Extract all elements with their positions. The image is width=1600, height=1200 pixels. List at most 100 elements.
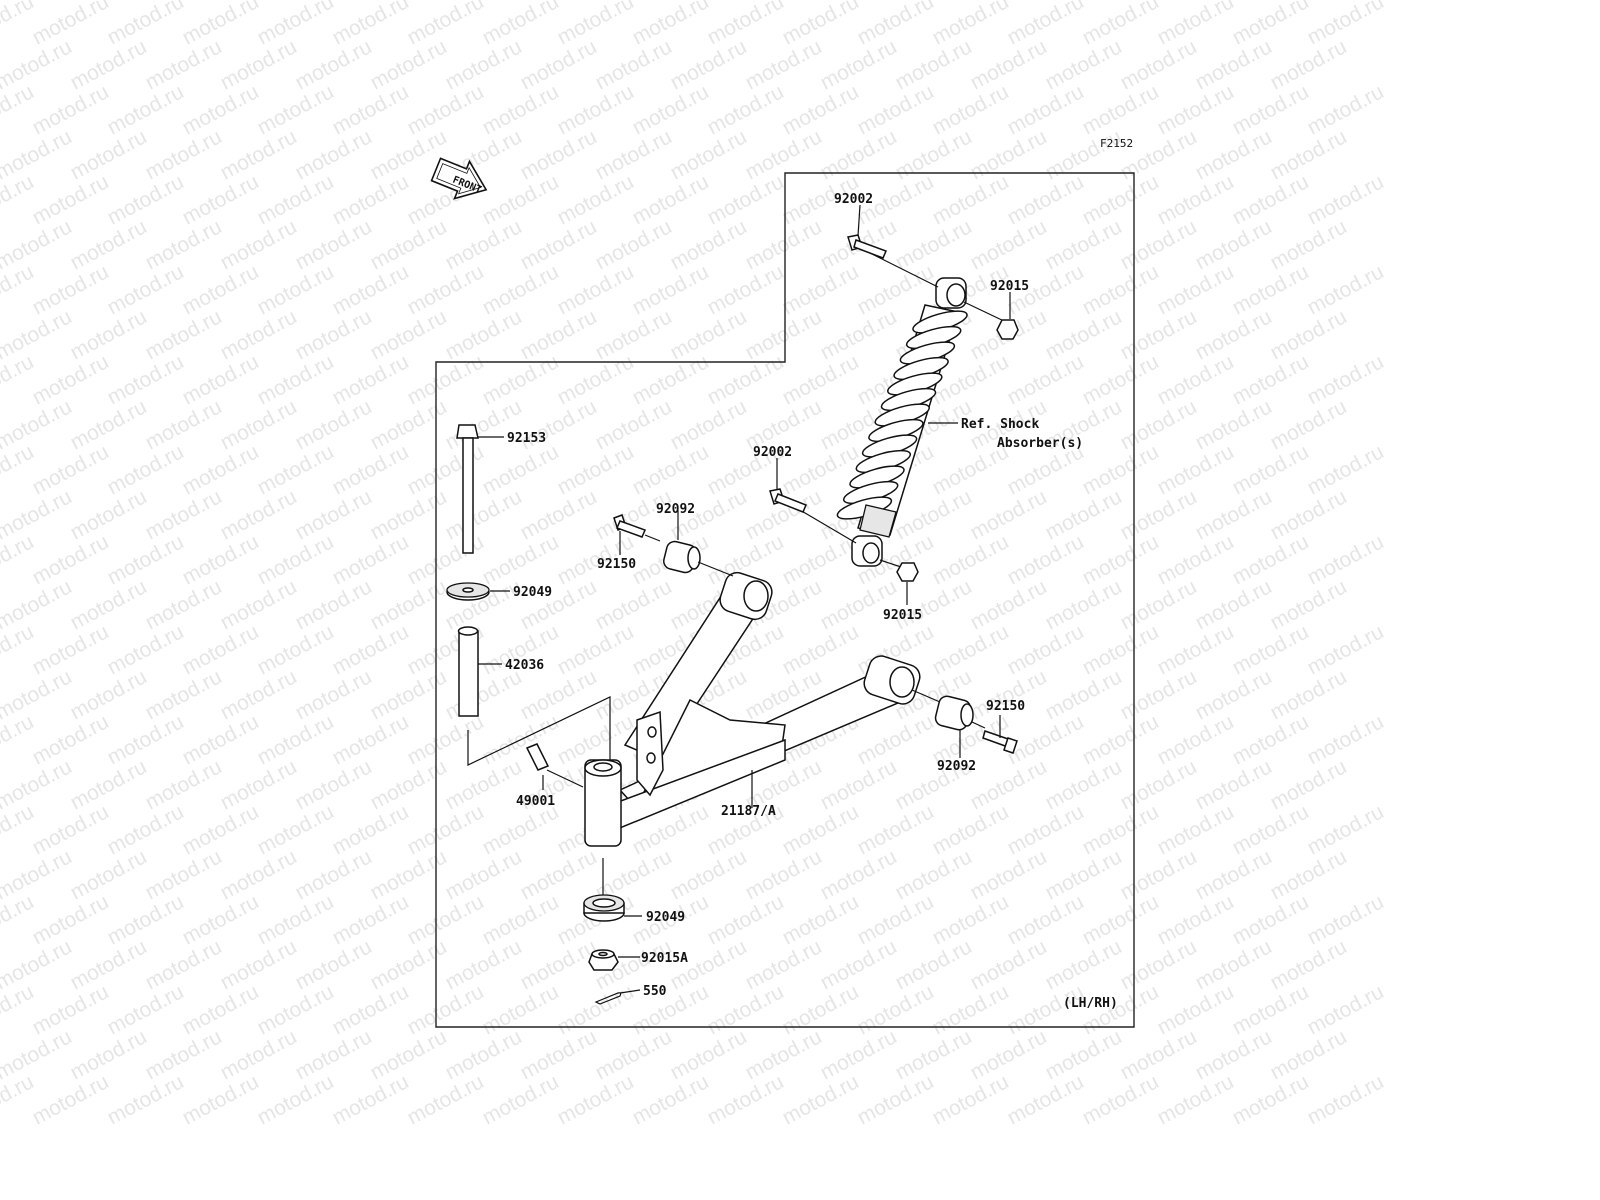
- watermark-text: motod.ru: [142, 215, 226, 274]
- watermark-text: motod.ru: [742, 1025, 826, 1084]
- watermark-text: motod.ru: [817, 125, 901, 184]
- watermark-text: motod.ru: [1192, 665, 1276, 724]
- watermark-text: motod.ru: [1042, 935, 1126, 994]
- watermark-text: motod.ru: [104, 80, 188, 139]
- watermark-text: motod.ru: [479, 980, 563, 1039]
- watermark-text: motod.ru: [1192, 305, 1276, 364]
- watermark-text: motod.ru: [404, 440, 488, 499]
- watermark-text: motod.ru: [292, 1025, 376, 1084]
- callout-92150-right: 92150: [986, 699, 1025, 714]
- watermark-text: motod.ru: [779, 350, 863, 409]
- watermark-text: motod.ru: [404, 800, 488, 859]
- watermark-text: motod.ru: [1117, 665, 1201, 724]
- watermark-text: motod.ru: [104, 0, 188, 49]
- watermark-text: motod.ru: [967, 125, 1051, 184]
- watermark-text: motod.ru: [1079, 260, 1163, 319]
- watermark-text: motod.ru: [1117, 485, 1201, 544]
- watermark-text: motod.ru: [104, 800, 188, 859]
- watermark-text: motod.ru: [404, 260, 488, 319]
- watermark-text: motod.ru: [442, 35, 526, 94]
- watermark-text: motod.ru: [29, 170, 113, 229]
- watermark-text: motod.ru: [217, 755, 301, 814]
- watermark-text: motod.ru: [667, 845, 751, 904]
- watermark-text: motod.ru: [1267, 665, 1351, 724]
- callout-92092-upper: 92092: [656, 502, 695, 517]
- watermark-text: motod.ru: [1192, 575, 1276, 634]
- bolt-92150-upper: [613, 514, 661, 555]
- watermark-text: motod.ru: [1079, 890, 1163, 949]
- variant-note: (LH/RH): [1063, 996, 1118, 1011]
- watermark-text: motod.ru: [929, 0, 1013, 49]
- watermark-text: motod.ru: [179, 710, 263, 769]
- callout-49001: 49001: [516, 794, 555, 809]
- watermark-text: motod.ru: [592, 575, 676, 634]
- watermark-text: motod.ru: [554, 1070, 638, 1129]
- watermark-text: motod.ru: [1192, 1025, 1276, 1084]
- watermark-text: motod.ru: [67, 395, 151, 454]
- watermark-text: motod.ru: [1154, 890, 1238, 949]
- watermark-text: motod.ru: [104, 620, 188, 679]
- watermark-text: motod.ru: [367, 1025, 451, 1084]
- watermark-text: motod.ru: [929, 980, 1013, 1039]
- watermark-text: motod.ru: [67, 665, 151, 724]
- watermark-text: motod.ru: [1079, 80, 1163, 139]
- watermark-text: motod.ru: [1004, 350, 1088, 409]
- watermark-text: motod.ru: [892, 845, 976, 904]
- watermark-text: motod.ru: [292, 485, 376, 544]
- watermark-text: motod.ru: [967, 845, 1051, 904]
- watermark-text: motod.ru: [1004, 710, 1088, 769]
- watermark-text: motod.ru: [554, 260, 638, 319]
- watermark-text: motod.ru: [217, 35, 301, 94]
- watermark-text: motod.ru: [592, 1025, 676, 1084]
- watermark-text: motod.ru: [1154, 260, 1238, 319]
- watermark-text: motod.ru: [179, 530, 263, 589]
- watermark-text: motod.ru: [217, 575, 301, 634]
- watermark-text: motod.ru: [1192, 485, 1276, 544]
- watermark-text: motod.ru: [554, 620, 638, 679]
- callout-92015-upper: 92015: [990, 279, 1029, 294]
- watermark-text: motod.ru: [179, 1070, 263, 1129]
- watermark-text: motod.ru: [517, 935, 601, 994]
- watermark-text: motod.ru: [629, 1070, 713, 1129]
- watermark-text: motod.ru: [517, 215, 601, 274]
- watermark-text: motod.ru: [1117, 395, 1201, 454]
- watermark-text: motod.ru: [292, 755, 376, 814]
- watermark-text: motod.ru: [29, 890, 113, 949]
- watermark-text: motod.ru: [1304, 800, 1388, 859]
- watermark-text: motod.ru: [179, 980, 263, 1039]
- watermark-text: motod.ru: [29, 800, 113, 859]
- diagram-code: F2152: [1100, 137, 1133, 150]
- nut-92015A: [588, 949, 640, 971]
- watermark-text: motod.ru: [1004, 1070, 1088, 1129]
- watermark-text: motod.ru: [217, 395, 301, 454]
- watermark-text: motod.ru: [104, 260, 188, 319]
- watermark-text: motod.ru: [367, 755, 451, 814]
- watermark-text: motod.ru: [292, 665, 376, 724]
- watermark-text: motod.ru: [1229, 890, 1313, 949]
- watermark-text: motod.ru: [67, 35, 151, 94]
- watermark-text: motod.ru: [179, 260, 263, 319]
- watermark-text: motod.ru: [592, 305, 676, 364]
- watermark-text: motod.ru: [329, 620, 413, 679]
- shock-ref-line2: Absorber(s): [997, 436, 1083, 451]
- watermark-text: motod.ru: [1042, 755, 1126, 814]
- watermark-text: motod.ru: [1229, 80, 1313, 139]
- watermark-text: motod.ru: [967, 935, 1051, 994]
- watermark-text: motod.ru: [1304, 1070, 1388, 1129]
- watermark-text: motod.ru: [1079, 0, 1163, 49]
- watermark-text: motod.ru: [554, 980, 638, 1039]
- callout-92015A: 92015A: [641, 951, 688, 966]
- watermark-text: motod.ru: [179, 440, 263, 499]
- watermark-text: motod.ru: [254, 710, 338, 769]
- watermark-text: motod.ru: [292, 35, 376, 94]
- watermark-text: motod.ru: [142, 755, 226, 814]
- watermark-text: motod.ru: [329, 0, 413, 49]
- watermark-text: motod.ru: [254, 80, 338, 139]
- watermark-text: motod.ru: [1042, 125, 1126, 184]
- watermark-text: motod.ru: [1267, 1025, 1351, 1084]
- watermark-text: motod.ru: [67, 305, 151, 364]
- watermark-text: motod.ru: [104, 1070, 188, 1129]
- callout-550: 550: [643, 984, 667, 999]
- watermark-text: motod.ru: [1154, 0, 1238, 49]
- watermark-text: motod.ru: [1192, 845, 1276, 904]
